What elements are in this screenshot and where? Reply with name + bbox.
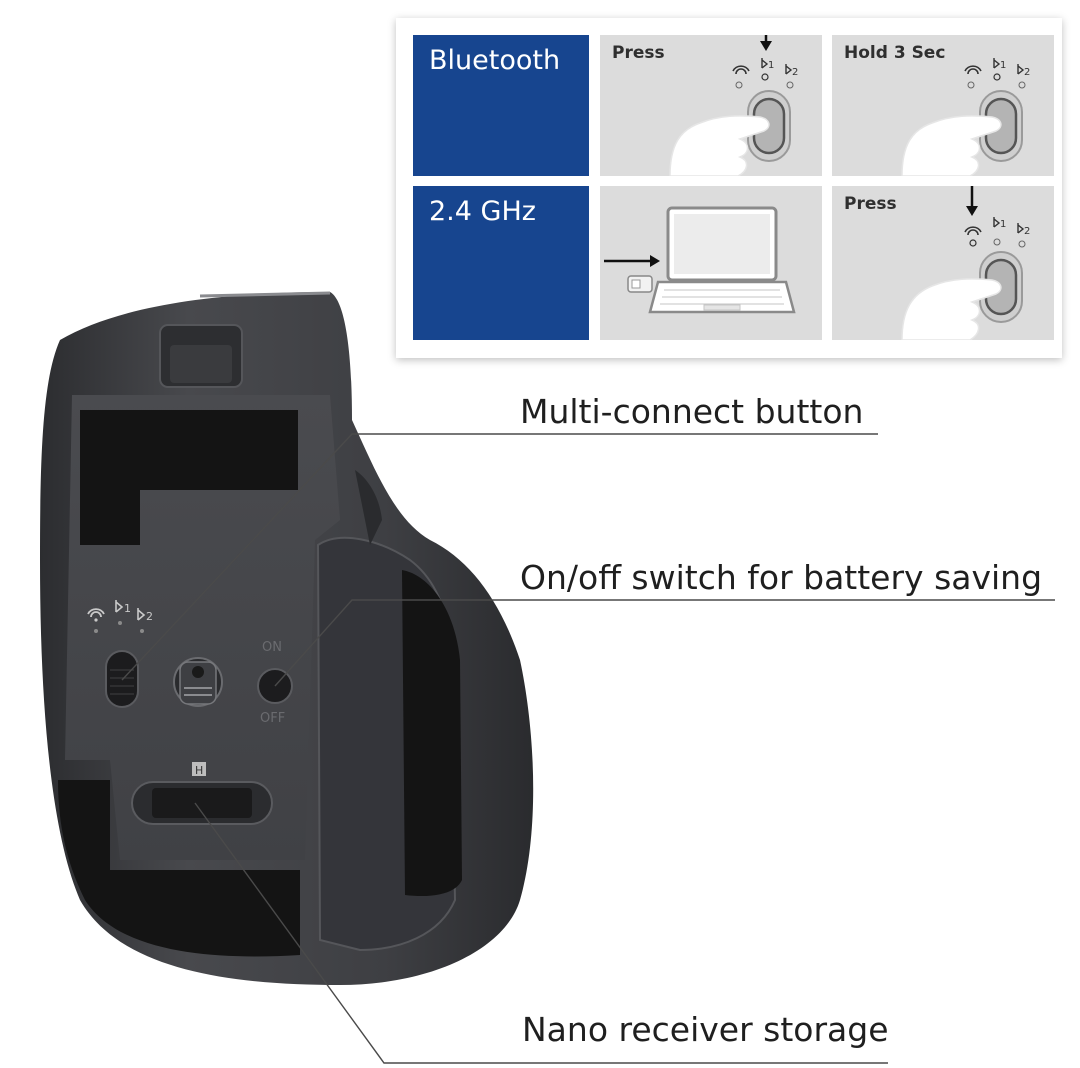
right-glide-foot xyxy=(402,570,462,897)
mouse-channel-2-label: 2 xyxy=(146,610,153,623)
ghz-mode-label: 2.4 GHz xyxy=(429,196,536,227)
bluetooth-icon xyxy=(761,58,769,69)
bt-channel-1: 1 xyxy=(768,60,774,71)
onoff-leader xyxy=(274,599,1055,687)
receiver-mark-label: H xyxy=(195,764,203,777)
hold-button-illustration: 1 2 xyxy=(901,58,1030,176)
bluetooth-icon xyxy=(993,217,1001,228)
multi-connect-leader xyxy=(121,433,878,681)
ghz-step2-cell: Press 1 2 xyxy=(832,186,1054,340)
bt-channel-1: 1 xyxy=(1000,219,1006,230)
led-dot xyxy=(94,629,98,633)
pairing-instructions-card: Bluetooth Press 1 2 Hold 3 Sec 1 2 xyxy=(396,18,1062,358)
wifi-icon xyxy=(87,608,105,618)
onoff-callout: On/off switch for battery saving xyxy=(520,558,1043,597)
laptop-receiver-illustration xyxy=(604,206,796,314)
bottom-glide-foot xyxy=(58,780,300,957)
wifi-icon xyxy=(964,65,982,75)
wifi-icon xyxy=(732,65,750,75)
hand-pointer-icon xyxy=(669,115,770,176)
bluetooth-icon xyxy=(137,608,146,621)
nano-leader xyxy=(194,802,888,1064)
bluetooth-icon xyxy=(115,600,124,613)
bluetooth-mode-cell: Bluetooth xyxy=(413,35,589,176)
press-button-illustration: 1 2 xyxy=(669,35,798,176)
wifi-icon xyxy=(964,226,982,236)
bluetooth-step1-cell: Press 1 2 xyxy=(600,35,822,176)
bluetooth-icon xyxy=(1017,64,1025,75)
hand-pointer-icon xyxy=(901,278,1002,340)
led-light-icon xyxy=(761,73,769,81)
bt-channel-2: 2 xyxy=(792,67,798,78)
led-light-icon xyxy=(993,73,1001,81)
hand-pointer-icon xyxy=(901,115,1002,176)
led-dot xyxy=(140,629,144,633)
bluetooth-step1-label: Press xyxy=(612,43,665,63)
ghz-step2-label: Press xyxy=(844,194,897,214)
mouse-channel-1-label: 1 xyxy=(124,602,131,615)
callout-lines xyxy=(121,433,1055,1064)
ghz-step1-cell xyxy=(600,186,822,340)
led-dot xyxy=(118,621,122,625)
optical-sensor xyxy=(173,657,223,707)
multi-connect-callout: Multi-connect button xyxy=(520,392,864,431)
switch-on-label: ON xyxy=(262,640,282,655)
bt-channel-2: 2 xyxy=(1024,67,1030,78)
bt-channel-2: 2 xyxy=(1024,226,1030,237)
bluetooth-step2-cell: Hold 3 Sec 1 2 xyxy=(832,35,1054,176)
top-glide-foot xyxy=(80,410,298,545)
bt-channel-1: 1 xyxy=(1000,60,1006,71)
press-button-illustration: 1 2 xyxy=(901,186,1030,340)
mouse-channel-indicators: 1 2 xyxy=(87,600,153,633)
bluetooth-mode-label: Bluetooth xyxy=(429,45,561,76)
switch-off-label: OFF xyxy=(260,711,285,726)
bluetooth-icon xyxy=(993,58,1001,69)
led-light-icon xyxy=(969,239,977,247)
nano-receiver-callout: Nano receiver storage xyxy=(522,1010,889,1049)
receiver-mark-icon xyxy=(192,762,206,776)
ghz-mode-cell: 2.4 GHz xyxy=(413,186,589,340)
bluetooth-icon xyxy=(785,64,793,75)
bluetooth-step2-label: Hold 3 Sec xyxy=(844,43,946,63)
bluetooth-icon xyxy=(1017,223,1025,234)
